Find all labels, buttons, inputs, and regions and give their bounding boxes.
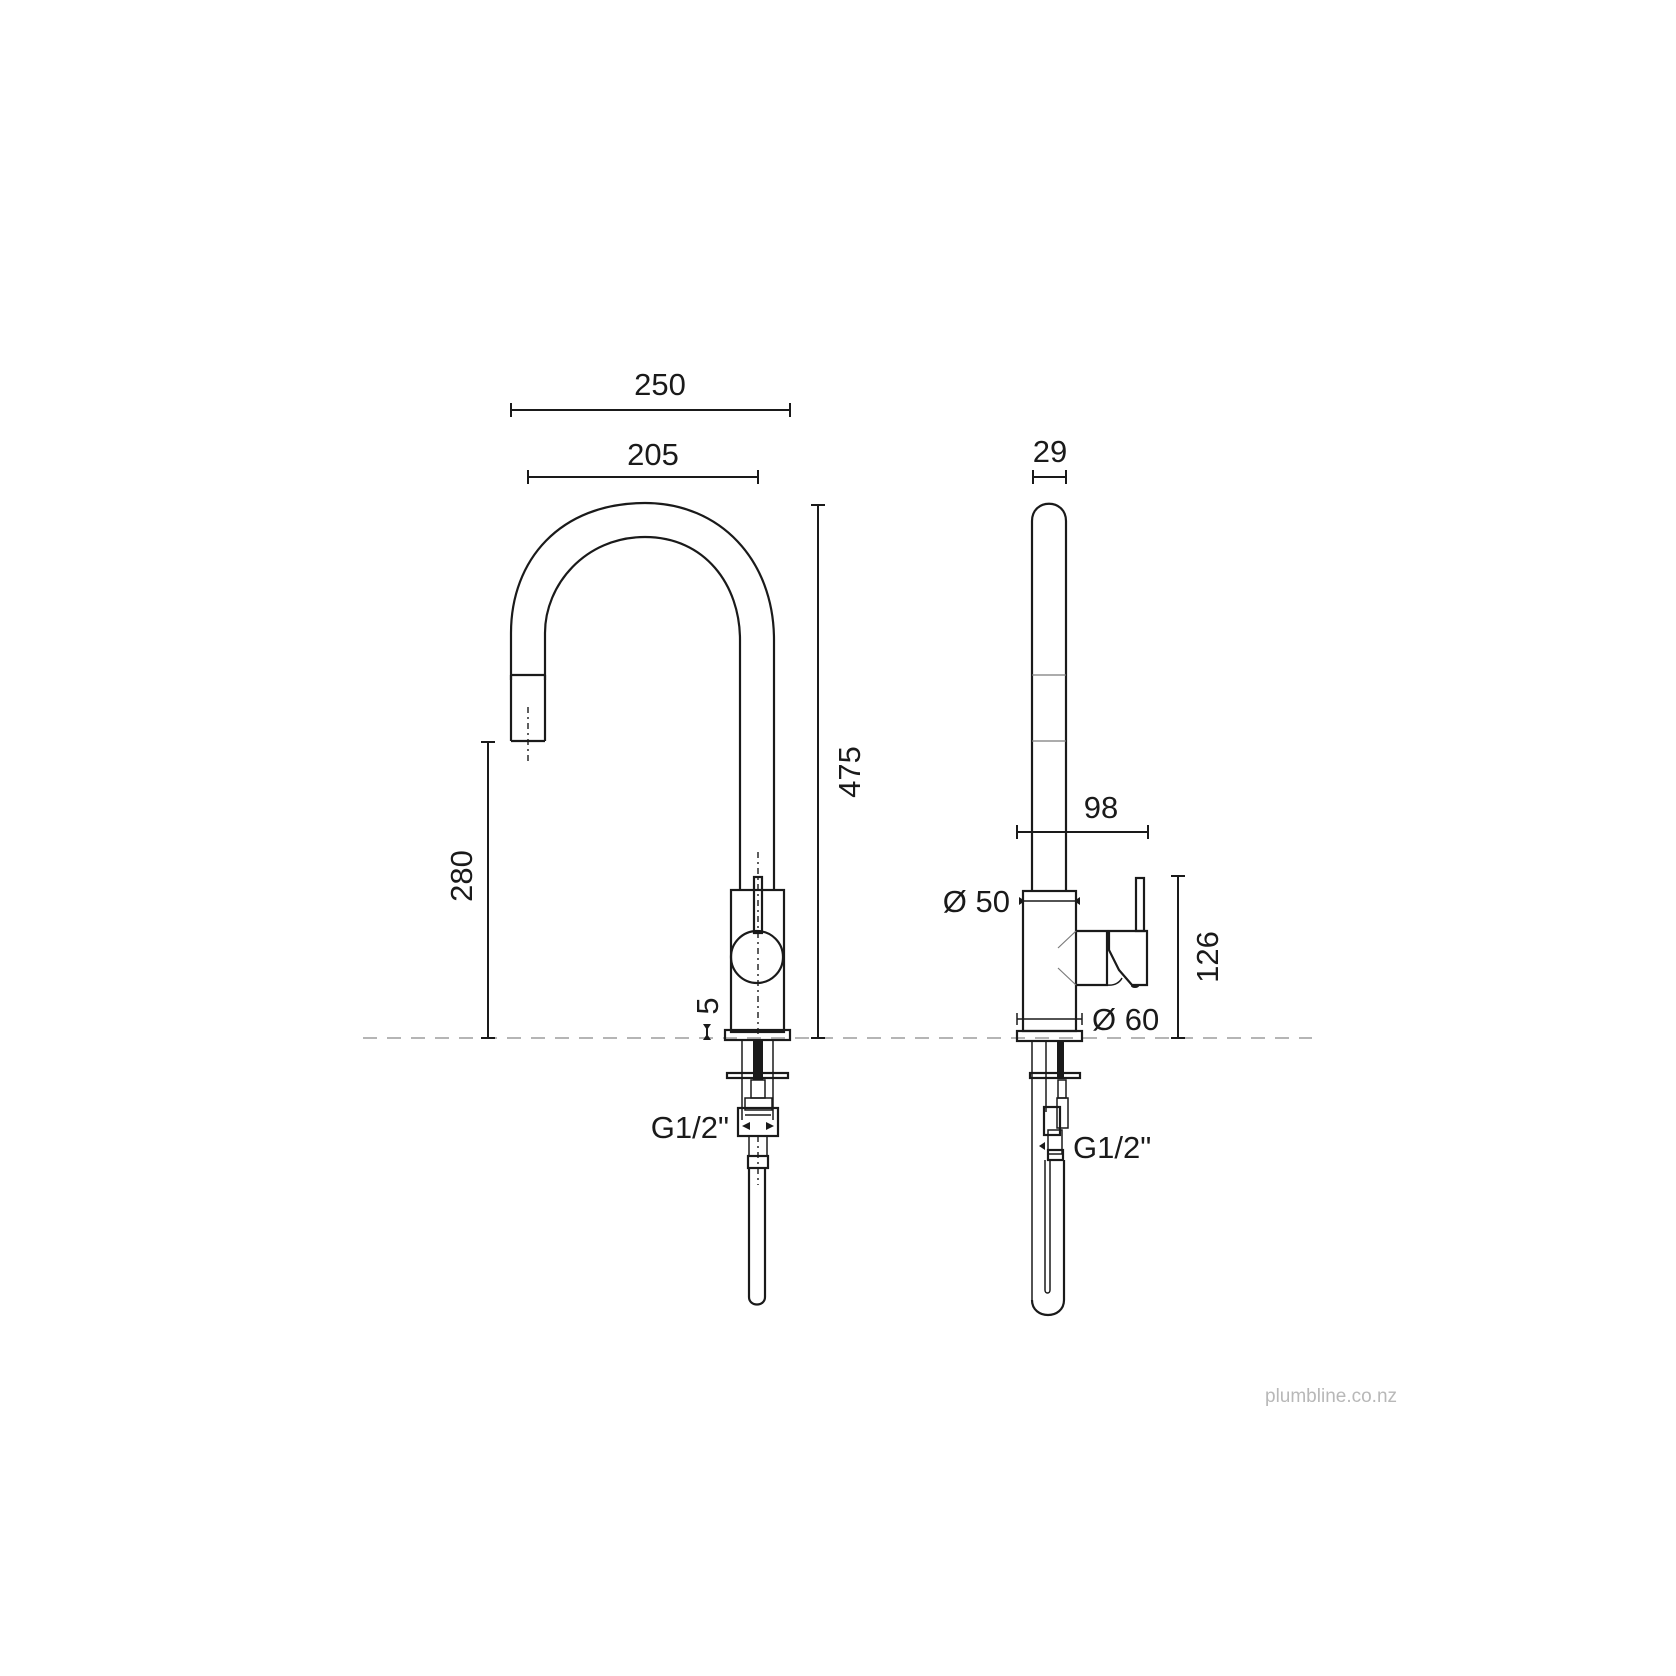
side-thread-label: G1/2" [1073,1130,1151,1165]
handle-disc [729,929,785,985]
dim-475-label: 475 [832,746,867,798]
dim-dia-50: Ø 50 [943,884,1080,919]
dim-5: 5 [690,997,725,1040]
side-spout [1030,502,1068,891]
dim-29: 29 [1032,434,1067,484]
dim-5-label: 5 [690,997,725,1014]
dim-280-label: 280 [444,850,479,902]
dim-205: 205 [527,437,759,484]
dim-dia-50-label: Ø 50 [943,884,1010,919]
front-fittings [725,1040,790,1306]
dim-dia-60-label: Ø 60 [1092,1002,1159,1037]
lever-stem [1134,876,1146,933]
dim-98-label: 98 [1084,790,1118,825]
dim-250-label: 250 [634,367,686,402]
dim-98: 98 [1016,790,1149,839]
dim-29-label: 29 [1033,434,1067,469]
front-spout [509,501,776,890]
side-body [1015,876,1149,1043]
front-view: 250 205 475 280 5 [444,367,867,1306]
dim-dia-60: Ø 60 [1016,1002,1159,1037]
front-body [723,852,792,1042]
side-fittings [1028,1041,1082,1316]
dim-126: 126 [1171,875,1225,1039]
side-view: 29 98 Ø 50 Ø 60 126 [943,434,1225,1316]
dim-475: 475 [811,504,867,1039]
dim-205-label: 205 [627,437,679,472]
front-thread-label: G1/2" [651,1110,729,1145]
dim-280: 280 [444,741,495,1039]
watermark: plumbline.co.nz [1265,1386,1397,1407]
dim-126-label: 126 [1190,931,1225,983]
lever-head [1107,929,1149,987]
dim-250: 250 [510,367,791,417]
